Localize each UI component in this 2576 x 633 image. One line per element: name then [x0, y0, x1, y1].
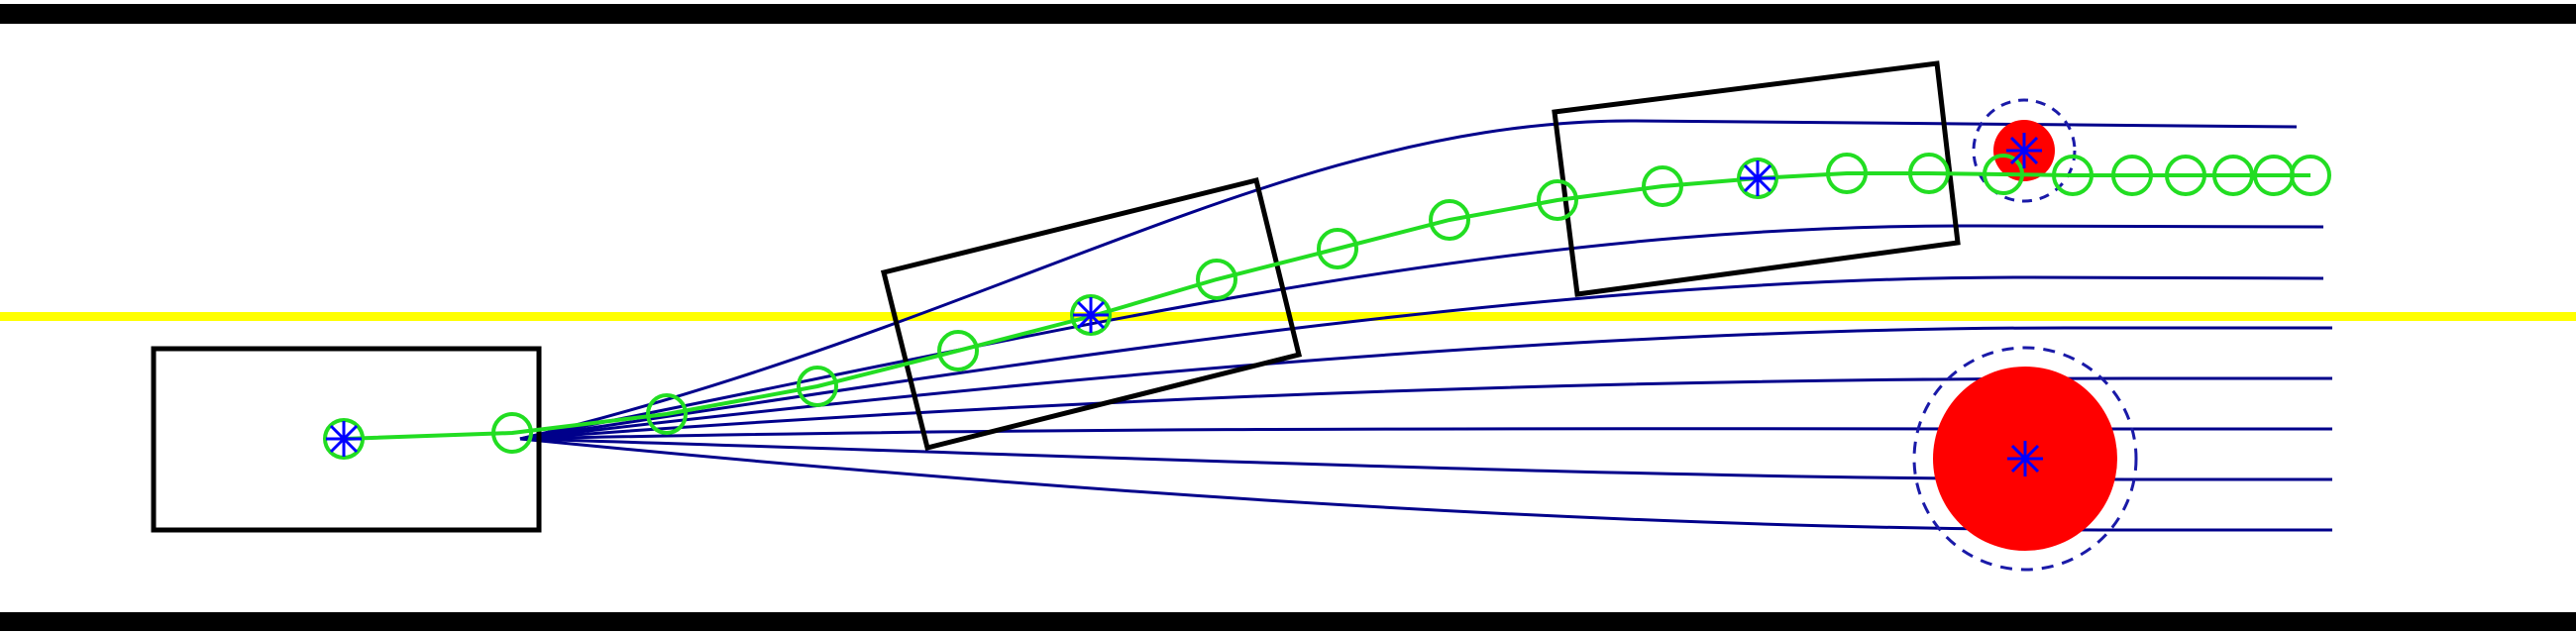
path-sample-circle — [1429, 199, 1470, 241]
candidate-path — [519, 326, 2332, 441]
vehicle-midway — [880, 176, 1303, 452]
safety-margin-large — [1912, 346, 2138, 572]
path-samples — [323, 153, 2331, 460]
candidate-path — [519, 376, 2332, 441]
path-sample-circle — [1317, 228, 1358, 269]
path-sample-circle — [1070, 294, 1112, 336]
candidate-paths — [519, 119, 2332, 532]
path-sample-circle — [2111, 155, 2153, 196]
vehicle-overtaking — [1552, 60, 1961, 297]
path-sample-circle — [646, 393, 688, 435]
road-bottom-boundary — [0, 612, 2576, 631]
path-sample-circle — [937, 330, 979, 371]
asterisk-icon — [326, 421, 362, 457]
candidate-path — [519, 437, 2332, 532]
candidate-path — [519, 275, 2324, 441]
candidate-path — [519, 427, 2332, 441]
path-sample-circle — [1737, 158, 1778, 199]
path-sample-circle — [1642, 165, 1683, 207]
path-sample-circle — [491, 412, 533, 454]
path-sample-circle — [1826, 153, 1868, 194]
path-sample-circle — [2212, 155, 2254, 196]
candidate-path — [519, 437, 2332, 481]
path-sample-circle — [2290, 155, 2331, 196]
vehicle-footprints — [151, 60, 1961, 533]
path-sample-circle — [323, 418, 365, 460]
candidate-path — [519, 224, 2324, 441]
vehicle-start — [151, 346, 542, 533]
safety-margin-small — [1972, 98, 2077, 203]
road-top-boundary — [0, 4, 2576, 24]
path-sample-circle — [797, 366, 838, 407]
waypoint-markers — [326, 133, 2043, 476]
candidate-path — [519, 119, 2298, 441]
path-sample-circle — [1537, 179, 1578, 221]
asterisk-icon — [2007, 441, 2043, 476]
path-sample-circle — [1196, 259, 1237, 300]
asterisk-icon — [2006, 133, 2042, 168]
path-sample-circle — [2052, 155, 2093, 196]
asterisk-icon — [1740, 160, 1775, 196]
asterisk-icon — [1073, 297, 1109, 333]
path-sample-circle — [2165, 155, 2206, 196]
path-sample-circle — [1908, 153, 1950, 194]
path-sample-circle — [1983, 154, 2024, 195]
